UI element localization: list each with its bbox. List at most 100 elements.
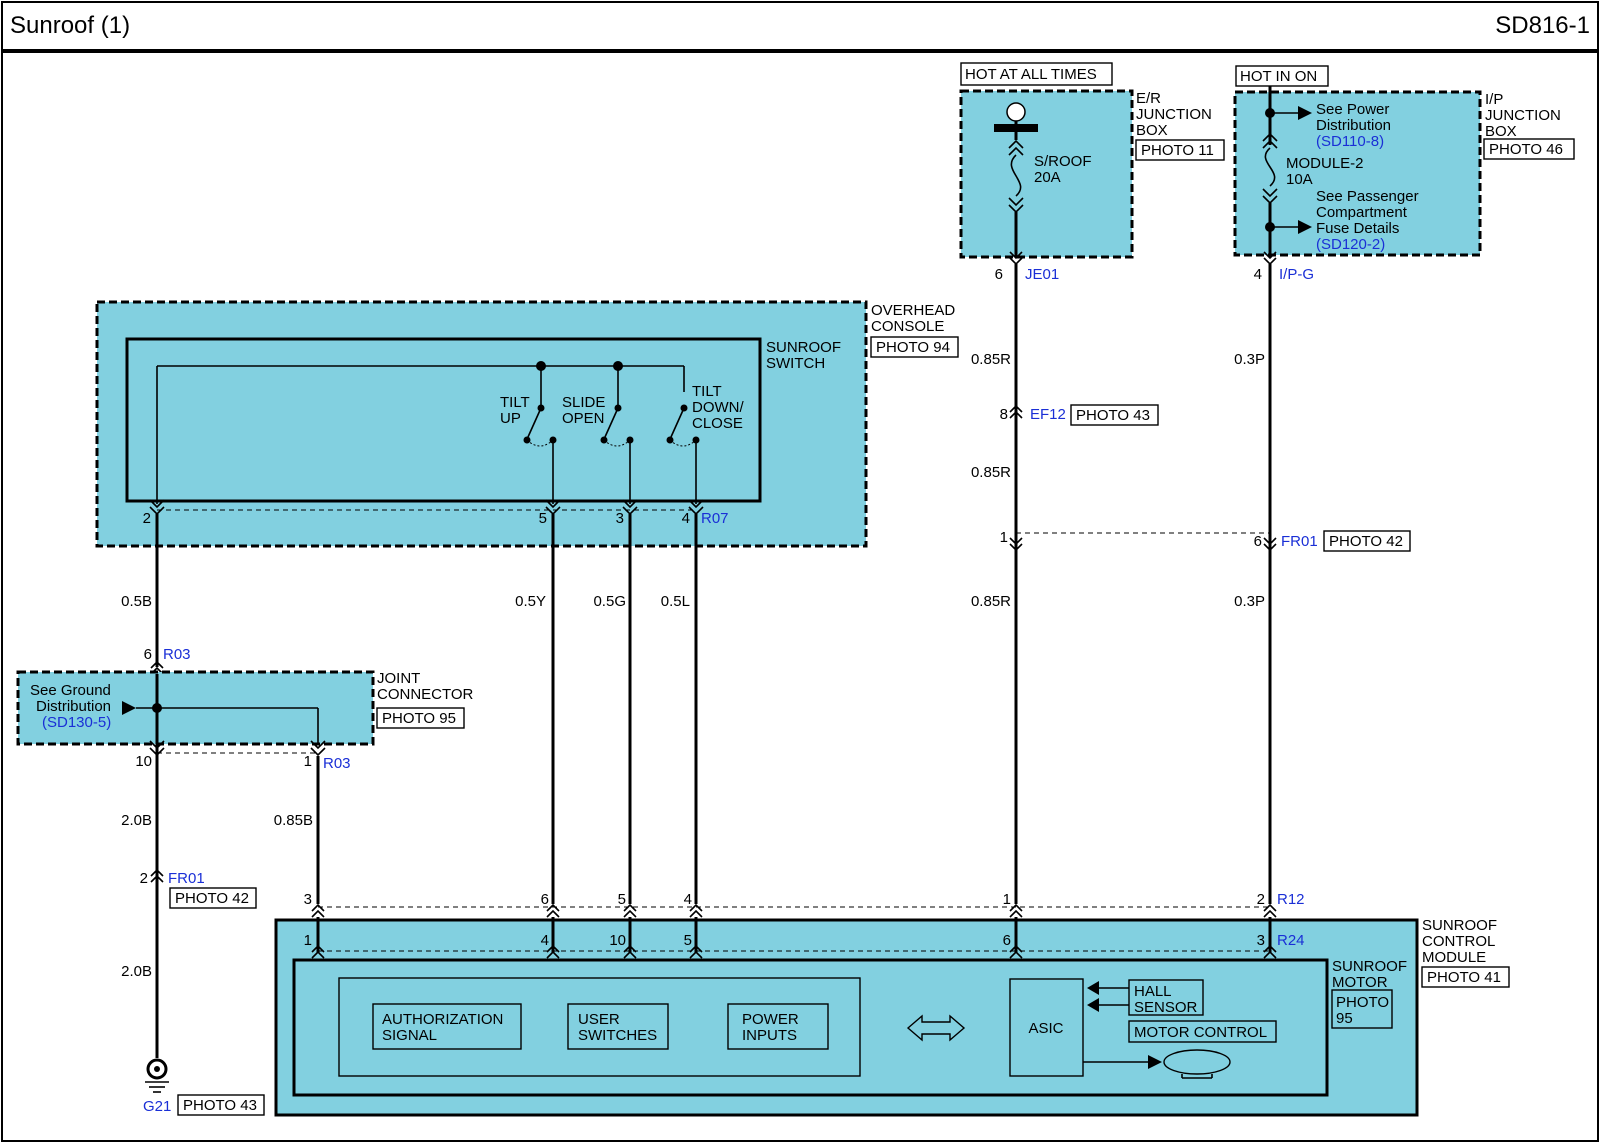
r07-pin-4: 4: [682, 510, 690, 527]
ipg-connector: I/P-G: [1279, 266, 1314, 283]
ip-junction-name-3: BOX: [1485, 123, 1517, 140]
joint-photo-label: PHOTO 95: [382, 710, 456, 727]
motor-control-block: [1128, 1020, 1277, 1043]
tilt-up-switch-contact: [527, 407, 542, 438]
r24-pin-1: 1: [304, 932, 312, 949]
ip-fuse-rating: 10A: [1286, 171, 1313, 188]
motor-drive-arrow-icon: [1148, 1055, 1162, 1069]
fr01-lower-photo-label: PHOTO 42: [175, 890, 249, 907]
hall-arrow-2-icon: [1087, 998, 1099, 1012]
motor-control-label: MOTOR CONTROL: [1134, 1024, 1267, 1041]
r24-pin-3: 3: [1257, 932, 1265, 949]
r12-pin-3: 3: [304, 891, 312, 908]
fr01-lower-pin: 2: [140, 870, 148, 887]
wire-label-0-5g: 0.5G: [593, 593, 626, 610]
overhead-console: OVERHEAD CONSOLE PHOTO 94 SUNROOF SWITCH…: [95, 300, 959, 548]
control-module-name-1: SUNROOF: [1422, 917, 1497, 934]
r24-pin-5: 5: [684, 932, 692, 949]
r24-pin-10: 10: [609, 932, 626, 949]
er-photo-label: PHOTO 11: [1141, 142, 1214, 159]
joint-ref-1: See Ground: [30, 682, 111, 699]
power-inputs-label-1: POWER: [742, 1011, 799, 1028]
control-module-name-2: CONTROL: [1422, 933, 1495, 950]
ipg-pin: 4: [1254, 266, 1262, 283]
sunroof-switch-box: [125, 337, 762, 503]
ip-junction-box-outline: [1233, 90, 1482, 257]
wire-label-0-85r-mid: 0.85R: [971, 464, 1011, 481]
wire-label-0-5y: 0.5Y: [515, 593, 546, 610]
r24-pin-6: 6: [1003, 932, 1011, 949]
hall-sensor-block: [1128, 979, 1204, 1016]
je01-connector: JE01: [1025, 266, 1059, 283]
er-supply-label: HOT AT ALL TIMES: [965, 66, 1097, 83]
r12-connector: 3 6 5 4 1 2 R12: [304, 891, 1305, 918]
r03-bottom-connector: R03: [323, 755, 351, 772]
wire-label-0-5b: 0.5B: [121, 593, 152, 610]
user-switches-label-1: USER: [578, 1011, 620, 1028]
authorization-label-2: SIGNAL: [382, 1027, 437, 1044]
r12-label: R12: [1277, 891, 1305, 908]
fr01-lower-label: FR01: [168, 870, 205, 887]
control-module-photo-tag: [1421, 966, 1510, 988]
fr01-lower-photo-tag: [169, 887, 257, 909]
sunroof-motor-name-1: SUNROOF: [1332, 958, 1407, 975]
wire-label-0-3p-bottom: 0.3P: [1234, 593, 1265, 610]
r07-pin-2: 2: [143, 510, 151, 527]
er-junction-box: HOT AT ALL TIMES E/R JUNCTION BOX PHOTO …: [959, 62, 1225, 283]
ip-supply-label: HOT IN ON: [1240, 68, 1317, 85]
wire-label-2-0b-top: 2.0B: [121, 812, 152, 829]
joint-ref-2: Distribution: [36, 698, 111, 715]
fuse-details-arrow-icon: [1298, 220, 1312, 234]
tilt-up-label-1: TILT: [500, 394, 530, 411]
power-distribution-arrow-icon: [1298, 106, 1312, 120]
r12-pin-5: 5: [618, 891, 626, 908]
sunroof-motor-photo-2: 95: [1336, 1010, 1353, 1027]
power-inputs-block: [727, 1003, 829, 1050]
r03-top-pin: 6: [144, 646, 152, 663]
er-junction-name-3: BOX: [1136, 122, 1168, 139]
overhead-console-name-1: OVERHEAD: [871, 302, 955, 319]
fr01-upper-photo-tag: [1323, 530, 1411, 552]
overhead-console-name-2: CONSOLE: [871, 318, 944, 335]
user-switches-label-2: SWITCHES: [578, 1027, 657, 1044]
ip-photo-label: PHOTO 46: [1489, 141, 1563, 158]
ip-supply-tag: [1235, 65, 1329, 87]
r24-pin-4: 4: [541, 932, 549, 949]
ip-fuse-ref-code[interactable]: (SD120-2): [1316, 236, 1385, 253]
wire-label-0-3p-top: 0.3P: [1234, 351, 1265, 368]
fr01-upper-pin-1: 1: [1000, 529, 1008, 546]
ground-g21: G21 PHOTO 43: [143, 1058, 265, 1116]
ip-photo-tag: [1483, 138, 1575, 160]
er-supply-terminal-icon: [1006, 102, 1026, 122]
joint-ref-code[interactable]: (SD130-5): [42, 714, 111, 731]
wire-label-2-0b-bottom: 2.0B: [121, 963, 152, 980]
ip-junction-box: HOT IN ON I/P JUNCTION BOX PHOTO 46 See …: [1233, 65, 1575, 283]
r03-pin-1: 1: [304, 753, 312, 770]
slide-open-switch-contact: [604, 407, 619, 438]
r24-label: R24: [1277, 932, 1305, 949]
er-fuse-icon: [1010, 154, 1022, 197]
wire-label-0-85b: 0.85B: [274, 812, 313, 829]
er-junction-box-outline: [959, 89, 1134, 259]
ip-power-ref-code[interactable]: (SD110-8): [1316, 133, 1384, 150]
fr01-lower-connector: 2 FR01 PHOTO 42: [140, 868, 257, 909]
joint-connector: 6 R03 JOINT CONNECTOR PHOTO 95 See Groun…: [16, 646, 474, 772]
joint-photo-tag: [376, 707, 465, 729]
ground-photo-label: PHOTO 43: [183, 1097, 257, 1114]
er-junction-name-1: E/R: [1136, 90, 1161, 107]
wire-label-0-85r-bottom: 0.85R: [971, 593, 1011, 610]
hall-arrow-1-icon: [1087, 981, 1099, 995]
ground-distribution-arrow-icon: [122, 701, 136, 715]
fr01-upper-connector: 1 6 FR01 PHOTO 42: [1000, 529, 1411, 552]
r12-pin-2: 2: [1257, 891, 1265, 908]
r03-top-connector: R03: [163, 646, 191, 663]
authorization-label-1: AUTHORIZATION: [382, 1011, 503, 1028]
hall-sensor-label-2: SENSOR: [1134, 999, 1198, 1016]
ip-fuse-icon: [1264, 147, 1276, 187]
ip-power-ref-2: Distribution: [1316, 117, 1391, 134]
ground-connector: G21: [143, 1098, 171, 1115]
joint-connector-name-2: CONNECTOR: [377, 686, 474, 703]
